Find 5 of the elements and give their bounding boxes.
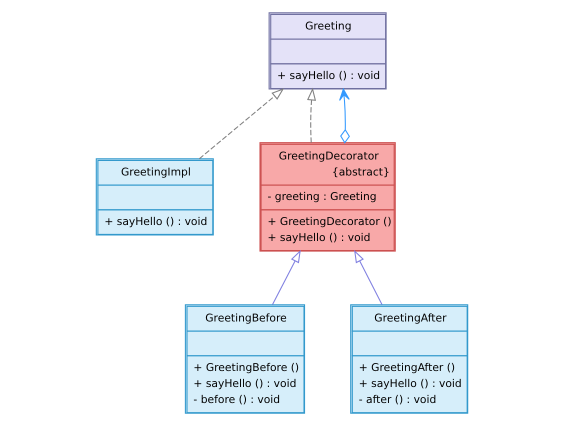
arrow — [354, 250, 382, 305]
arrow — [338, 88, 350, 144]
arrow — [198, 88, 284, 160]
arrow — [306, 88, 316, 143]
arrow — [272, 250, 300, 305]
